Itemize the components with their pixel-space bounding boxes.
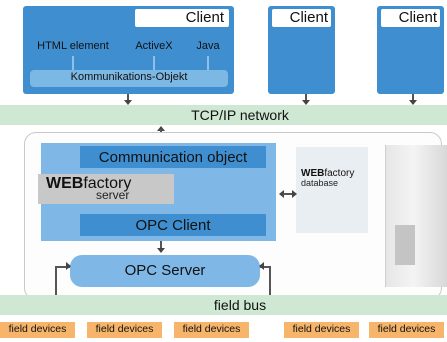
connector-opc-right-h <box>260 266 271 268</box>
opc-server-label: OPC Server <box>124 262 206 279</box>
connector-opc-client-server <box>160 241 162 251</box>
client-2-label-bg <box>272 9 331 27</box>
arrow-db-left <box>279 190 284 198</box>
field-bus-band <box>0 295 447 315</box>
webfactory-brand-light: factory <box>83 175 132 192</box>
server-hardware-slot <box>395 225 415 265</box>
connector-client-3-network <box>412 94 414 104</box>
client-main-label-bg <box>135 9 229 27</box>
webfactory-server-logo-bg <box>38 174 174 204</box>
opc-client-label: OPC Client <box>135 217 211 234</box>
connector-html <box>72 56 74 70</box>
field-device-5: field devices <box>369 322 444 338</box>
webfactory-brand-bold: WEB <box>46 175 84 192</box>
arrow-network-server-up <box>157 126 165 131</box>
client-main-label: Client <box>185 9 224 26</box>
field-bus-label: field bus <box>213 297 267 313</box>
component-java: Java <box>196 40 220 52</box>
field-device-4: field devices <box>284 322 359 338</box>
field-device-2: field devices <box>87 322 162 338</box>
tcpip-network-label: TCP/IP network <box>191 107 289 123</box>
webfactory-server-sub: server <box>96 188 130 202</box>
arrow-opc-client-server <box>157 248 165 253</box>
client-comm-object <box>30 70 228 87</box>
webfactory-database-logo: WEBfactory <box>301 168 367 179</box>
database-brand-bold: WEB <box>301 168 325 179</box>
client-3-label: Client <box>398 9 437 26</box>
connector-client-main-network <box>127 94 129 104</box>
connector-client-2-network <box>305 94 307 104</box>
component-html-element: HTML element <box>37 40 109 52</box>
arrow-client-2-network <box>302 100 310 105</box>
connector-opc-left-h <box>55 266 70 268</box>
field-device-3: field devices <box>174 322 249 338</box>
communication-object-label: Communication object <box>98 149 248 166</box>
connector-activex <box>153 56 155 70</box>
database-brand-light: factory <box>324 168 355 179</box>
connector-opc-left-v <box>55 266 57 296</box>
component-activex: ActiveX <box>135 40 173 52</box>
arrow-db-right <box>292 190 297 198</box>
opc-server-box <box>70 255 260 287</box>
connector-server-database <box>283 193 293 195</box>
connector-opc-right-v <box>269 266 271 296</box>
webfactory-database-box <box>296 147 368 233</box>
webfactory-database-sub: database <box>301 178 339 188</box>
webfactory-server-logo: WEBfactory <box>46 175 172 192</box>
arrow-client-3-network <box>409 100 417 105</box>
field-device-1: field devices <box>0 322 75 338</box>
server-hardware-image <box>385 145 447 287</box>
client-3-label-bg <box>381 9 440 27</box>
communication-object-bar <box>80 146 266 168</box>
tcpip-network-band <box>0 105 447 125</box>
client-2-label: Client <box>289 9 328 26</box>
opc-client-bar <box>80 214 266 236</box>
arrow-opc-left <box>66 262 71 270</box>
client-comm-object-label: Kommunikations-Objekt <box>70 71 188 83</box>
arrow-opc-right <box>259 262 264 270</box>
arrow-client-main-network <box>124 100 132 105</box>
connector-java <box>207 56 209 70</box>
